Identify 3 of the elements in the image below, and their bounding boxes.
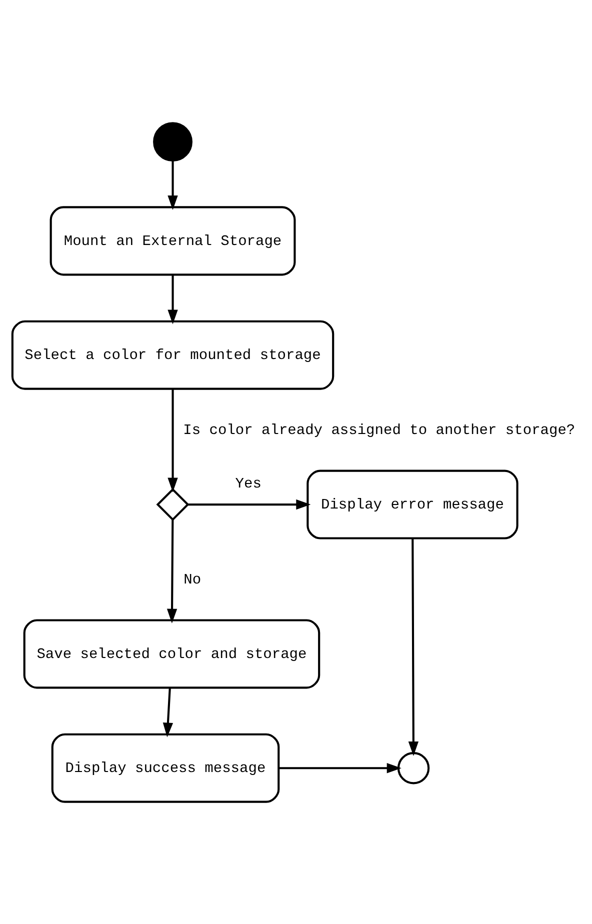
edge-label: Is color already assigned to another storage?: [183, 422, 576, 439]
edge-label: Yes: [235, 476, 262, 492]
edge-label: No: [184, 572, 202, 588]
